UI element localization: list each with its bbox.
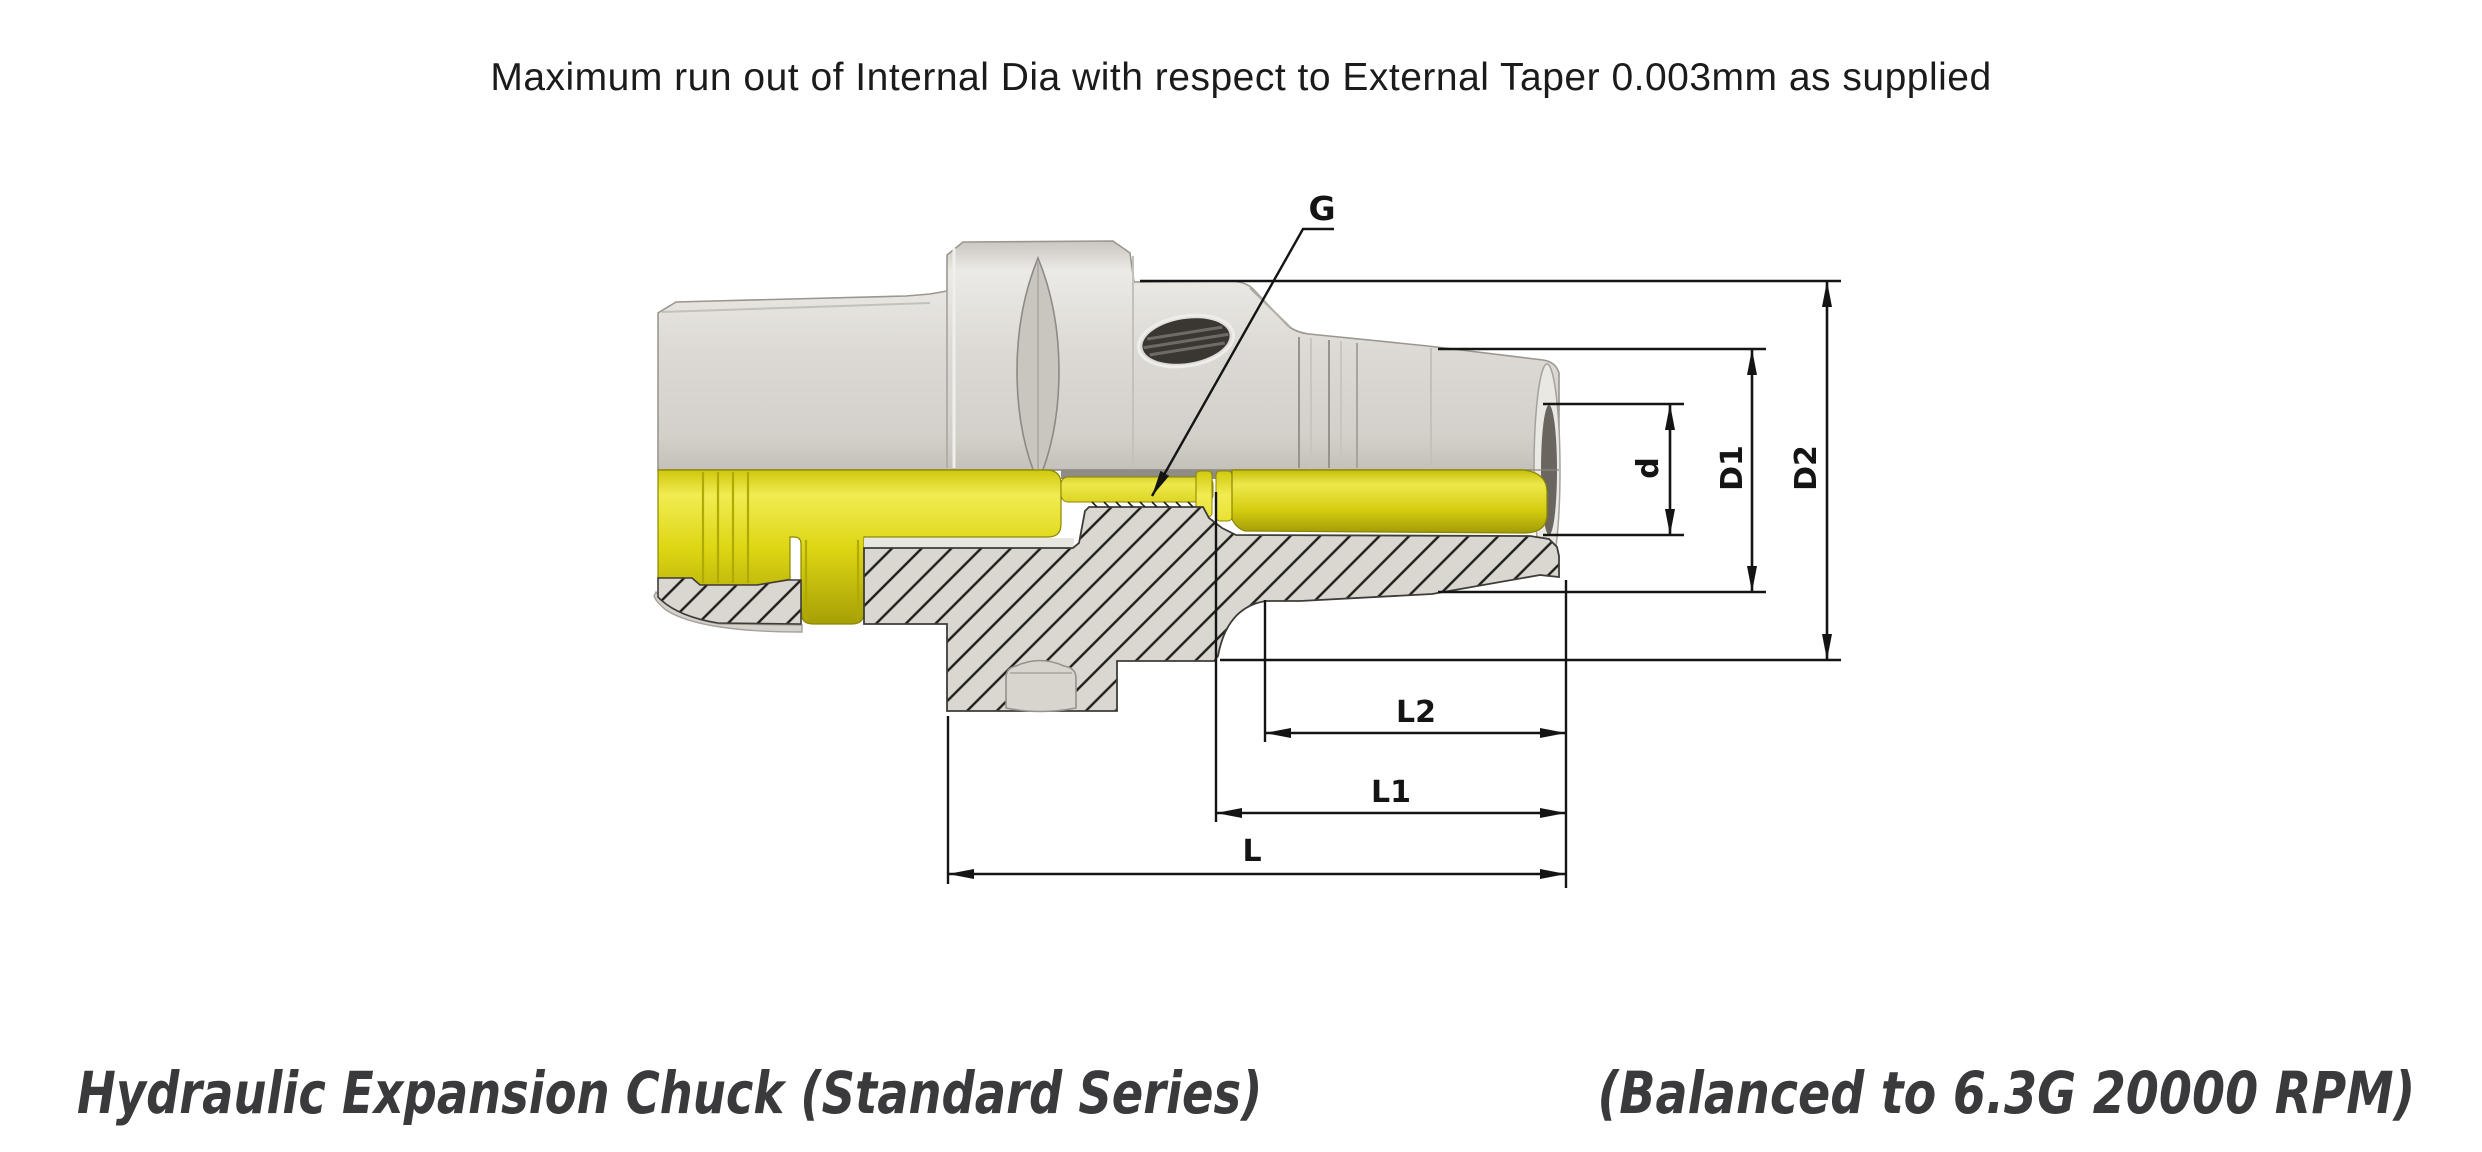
label-l1: L1 <box>1371 775 1411 810</box>
section-gap <box>864 538 1074 548</box>
chuck-section-lower <box>653 469 1560 713</box>
tube-collar-2 <box>1215 470 1233 522</box>
neck-slope-edge <box>1249 287 1291 328</box>
runout-note: Maximum run out of Internal Dia with res… <box>490 56 1992 99</box>
g-thread-teeth <box>1091 501 1194 508</box>
coolant-tube <box>1060 476 1214 503</box>
flange-plug <box>1005 659 1077 713</box>
label-l: L <box>1242 834 1261 869</box>
label-d2: D2 <box>1789 445 1824 491</box>
section-hatch-shank <box>657 577 802 625</box>
g-leader <box>1150 227 1334 497</box>
label-l2: L2 <box>1396 695 1436 730</box>
yellow-ribs <box>701 472 860 620</box>
chuck-body-upper <box>657 240 1561 577</box>
body-outline <box>657 240 1560 471</box>
shank-chamfer-line <box>661 302 931 313</box>
coolant-hole <box>1136 313 1236 369</box>
barrel-grooves <box>1298 337 1358 468</box>
label-d: d <box>1631 457 1666 478</box>
label-d1: D1 <box>1715 445 1750 491</box>
bore-shadow-strip <box>1061 470 1236 479</box>
section-yellow-sleeve <box>1231 469 1548 534</box>
dimensioning: G d D1 D2 L2 L1 L <box>946 189 1841 888</box>
caption-balance-spec: (Balanced to 6.3G 20000 RPM) <box>1597 1059 2415 1127</box>
label-g: G <box>1308 189 1335 228</box>
caption-product-name: Hydraulic Expansion Chuck (Standard Seri… <box>77 1059 1263 1127</box>
